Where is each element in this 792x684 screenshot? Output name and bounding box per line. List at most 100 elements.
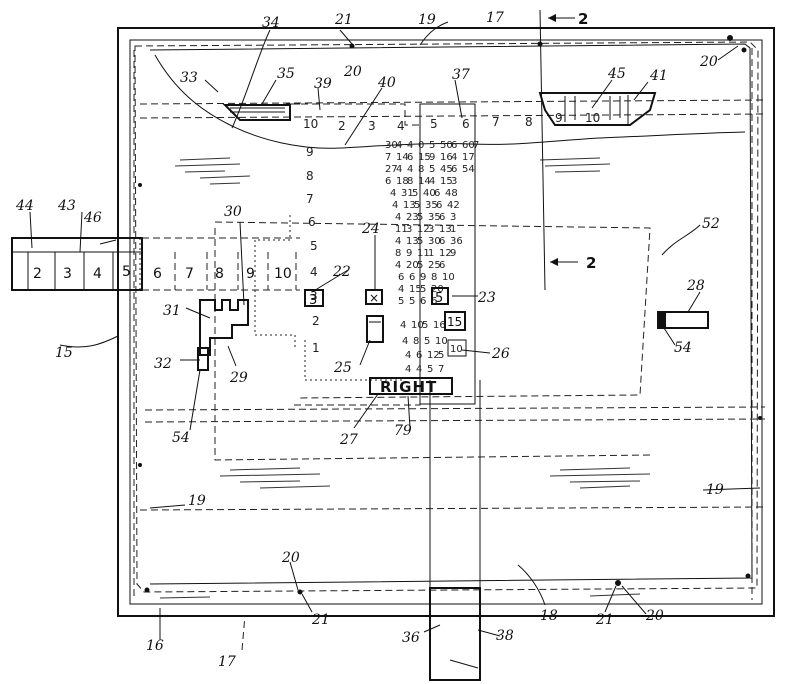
ref-24: 24: [361, 221, 380, 237]
table-cell: 15: [418, 152, 431, 163]
svg-text:10: 10: [585, 111, 600, 125]
ref-27: 27: [339, 432, 358, 448]
table-cell: 9: [429, 152, 435, 163]
table-cell: 6: [420, 296, 426, 307]
table-cell: 14: [418, 176, 431, 187]
table-cell: 6: [436, 200, 442, 211]
ref-25: 25: [333, 360, 352, 376]
table-cell: 35: [428, 212, 441, 223]
table-cell: 4: [398, 284, 404, 295]
ref-29: 29: [229, 370, 248, 386]
strip-number: 3: [63, 266, 72, 282]
table-cell: 20: [406, 260, 419, 271]
section-marker-mid: 2: [586, 254, 596, 272]
table-cell: 8: [395, 248, 401, 259]
table-cell: 15: [409, 284, 422, 295]
table-cell: 12: [417, 224, 430, 235]
ref-20: 20: [699, 54, 718, 70]
table-cell: 3: [428, 224, 434, 235]
ref-43: 43: [57, 198, 76, 214]
table-cell: 4: [407, 140, 413, 151]
table-cell: 6: [409, 272, 415, 283]
ref-31: 31: [163, 303, 181, 319]
table-cell: 1: [450, 224, 456, 235]
table-cell: 10: [411, 320, 424, 331]
rivet-20: [741, 47, 747, 53]
svg-text:4: 4: [397, 119, 405, 133]
table-cell: 16: [440, 152, 453, 163]
table-cell: 9: [406, 248, 412, 259]
strip-dividers: [27, 252, 297, 290]
table-cell: 15: [440, 176, 453, 187]
svg-text:3: 3: [368, 119, 376, 133]
table-cell: 5: [427, 364, 433, 375]
table-cell: 25: [428, 260, 441, 271]
table-cell: 4: [405, 350, 411, 361]
dial-windows: 3 × 5 15 10: [304, 287, 467, 357]
strip-number: 2: [33, 266, 42, 282]
slide-strip: 2 3 4 5 6 7 8 9 10: [11, 237, 300, 291]
overlay-sheet: [139, 54, 766, 511]
table-cell: 7: [438, 364, 444, 375]
table-cell: 13: [439, 224, 452, 235]
table-cell: 5: [398, 296, 404, 307]
table-cell: 4: [451, 152, 457, 163]
table-cell: 6: [439, 212, 445, 223]
rivet-20: [144, 587, 150, 593]
table-cell: 4: [390, 188, 396, 199]
table-cell: 6: [416, 350, 422, 361]
ref-40: 40: [377, 75, 396, 91]
svg-text:4: 4: [310, 265, 318, 279]
table-cell: 4: [429, 176, 435, 187]
table-cell: 5: [424, 336, 430, 347]
reference-numerals: 21 19 17 2 34 20 20 33 35 39 40 37 45 41…: [15, 10, 724, 670]
table-cell: 35: [425, 200, 438, 211]
svg-text:7: 7: [492, 115, 500, 129]
table-cell: 5: [438, 350, 444, 361]
strip-number: 5: [122, 264, 131, 280]
table-cell: 60: [462, 140, 475, 151]
ref-19: 19: [188, 493, 206, 509]
table-cell: 40: [423, 188, 436, 199]
table-cell: 4: [395, 236, 401, 247]
ref-46: 46: [83, 210, 102, 226]
table-cell: 4: [396, 140, 402, 151]
table-cell: 31: [401, 188, 414, 199]
ref-45: 45: [607, 66, 626, 82]
table-cell: 5: [429, 164, 435, 175]
board-frame: [117, 27, 775, 617]
table-cell: 6: [434, 188, 440, 199]
ref-17: 17: [218, 654, 236, 670]
strip-number: 6: [153, 266, 162, 282]
rivet-20: [138, 463, 142, 467]
table-cell: 30: [385, 140, 398, 151]
svg-text:3: 3: [310, 289, 318, 303]
ref-41: 41: [649, 68, 668, 84]
bottom-tab: [429, 587, 481, 681]
svg-text:5: 5: [430, 117, 438, 131]
strip-number: 4: [93, 266, 102, 282]
clip-28: [657, 311, 709, 329]
table-cell: 10: [442, 272, 455, 283]
svg-text:9: 9: [306, 145, 314, 159]
strip-number: 10: [274, 266, 292, 282]
table-cell: 8: [413, 336, 419, 347]
table-cell: 11: [395, 224, 408, 235]
ref-18: 18: [540, 608, 558, 624]
ref-16: 16: [146, 638, 164, 654]
section-marker-top: 2: [578, 10, 588, 28]
svg-text:2: 2: [312, 314, 320, 328]
ref-28: 28: [686, 278, 705, 294]
table-cell: 3: [406, 224, 412, 235]
table-cell: 11: [417, 248, 430, 259]
table-cell: 14: [396, 152, 409, 163]
cord-19: [138, 35, 762, 595]
ref-79: 79: [394, 423, 412, 439]
ref-34: 34: [262, 15, 280, 31]
table-cell: 8: [418, 164, 424, 175]
table-cell: 6: [439, 236, 445, 247]
table-cell: 42: [447, 200, 460, 211]
table-cell: 3: [450, 212, 456, 223]
table-cell: 12: [439, 248, 452, 259]
table-cell: 6: [385, 176, 391, 187]
